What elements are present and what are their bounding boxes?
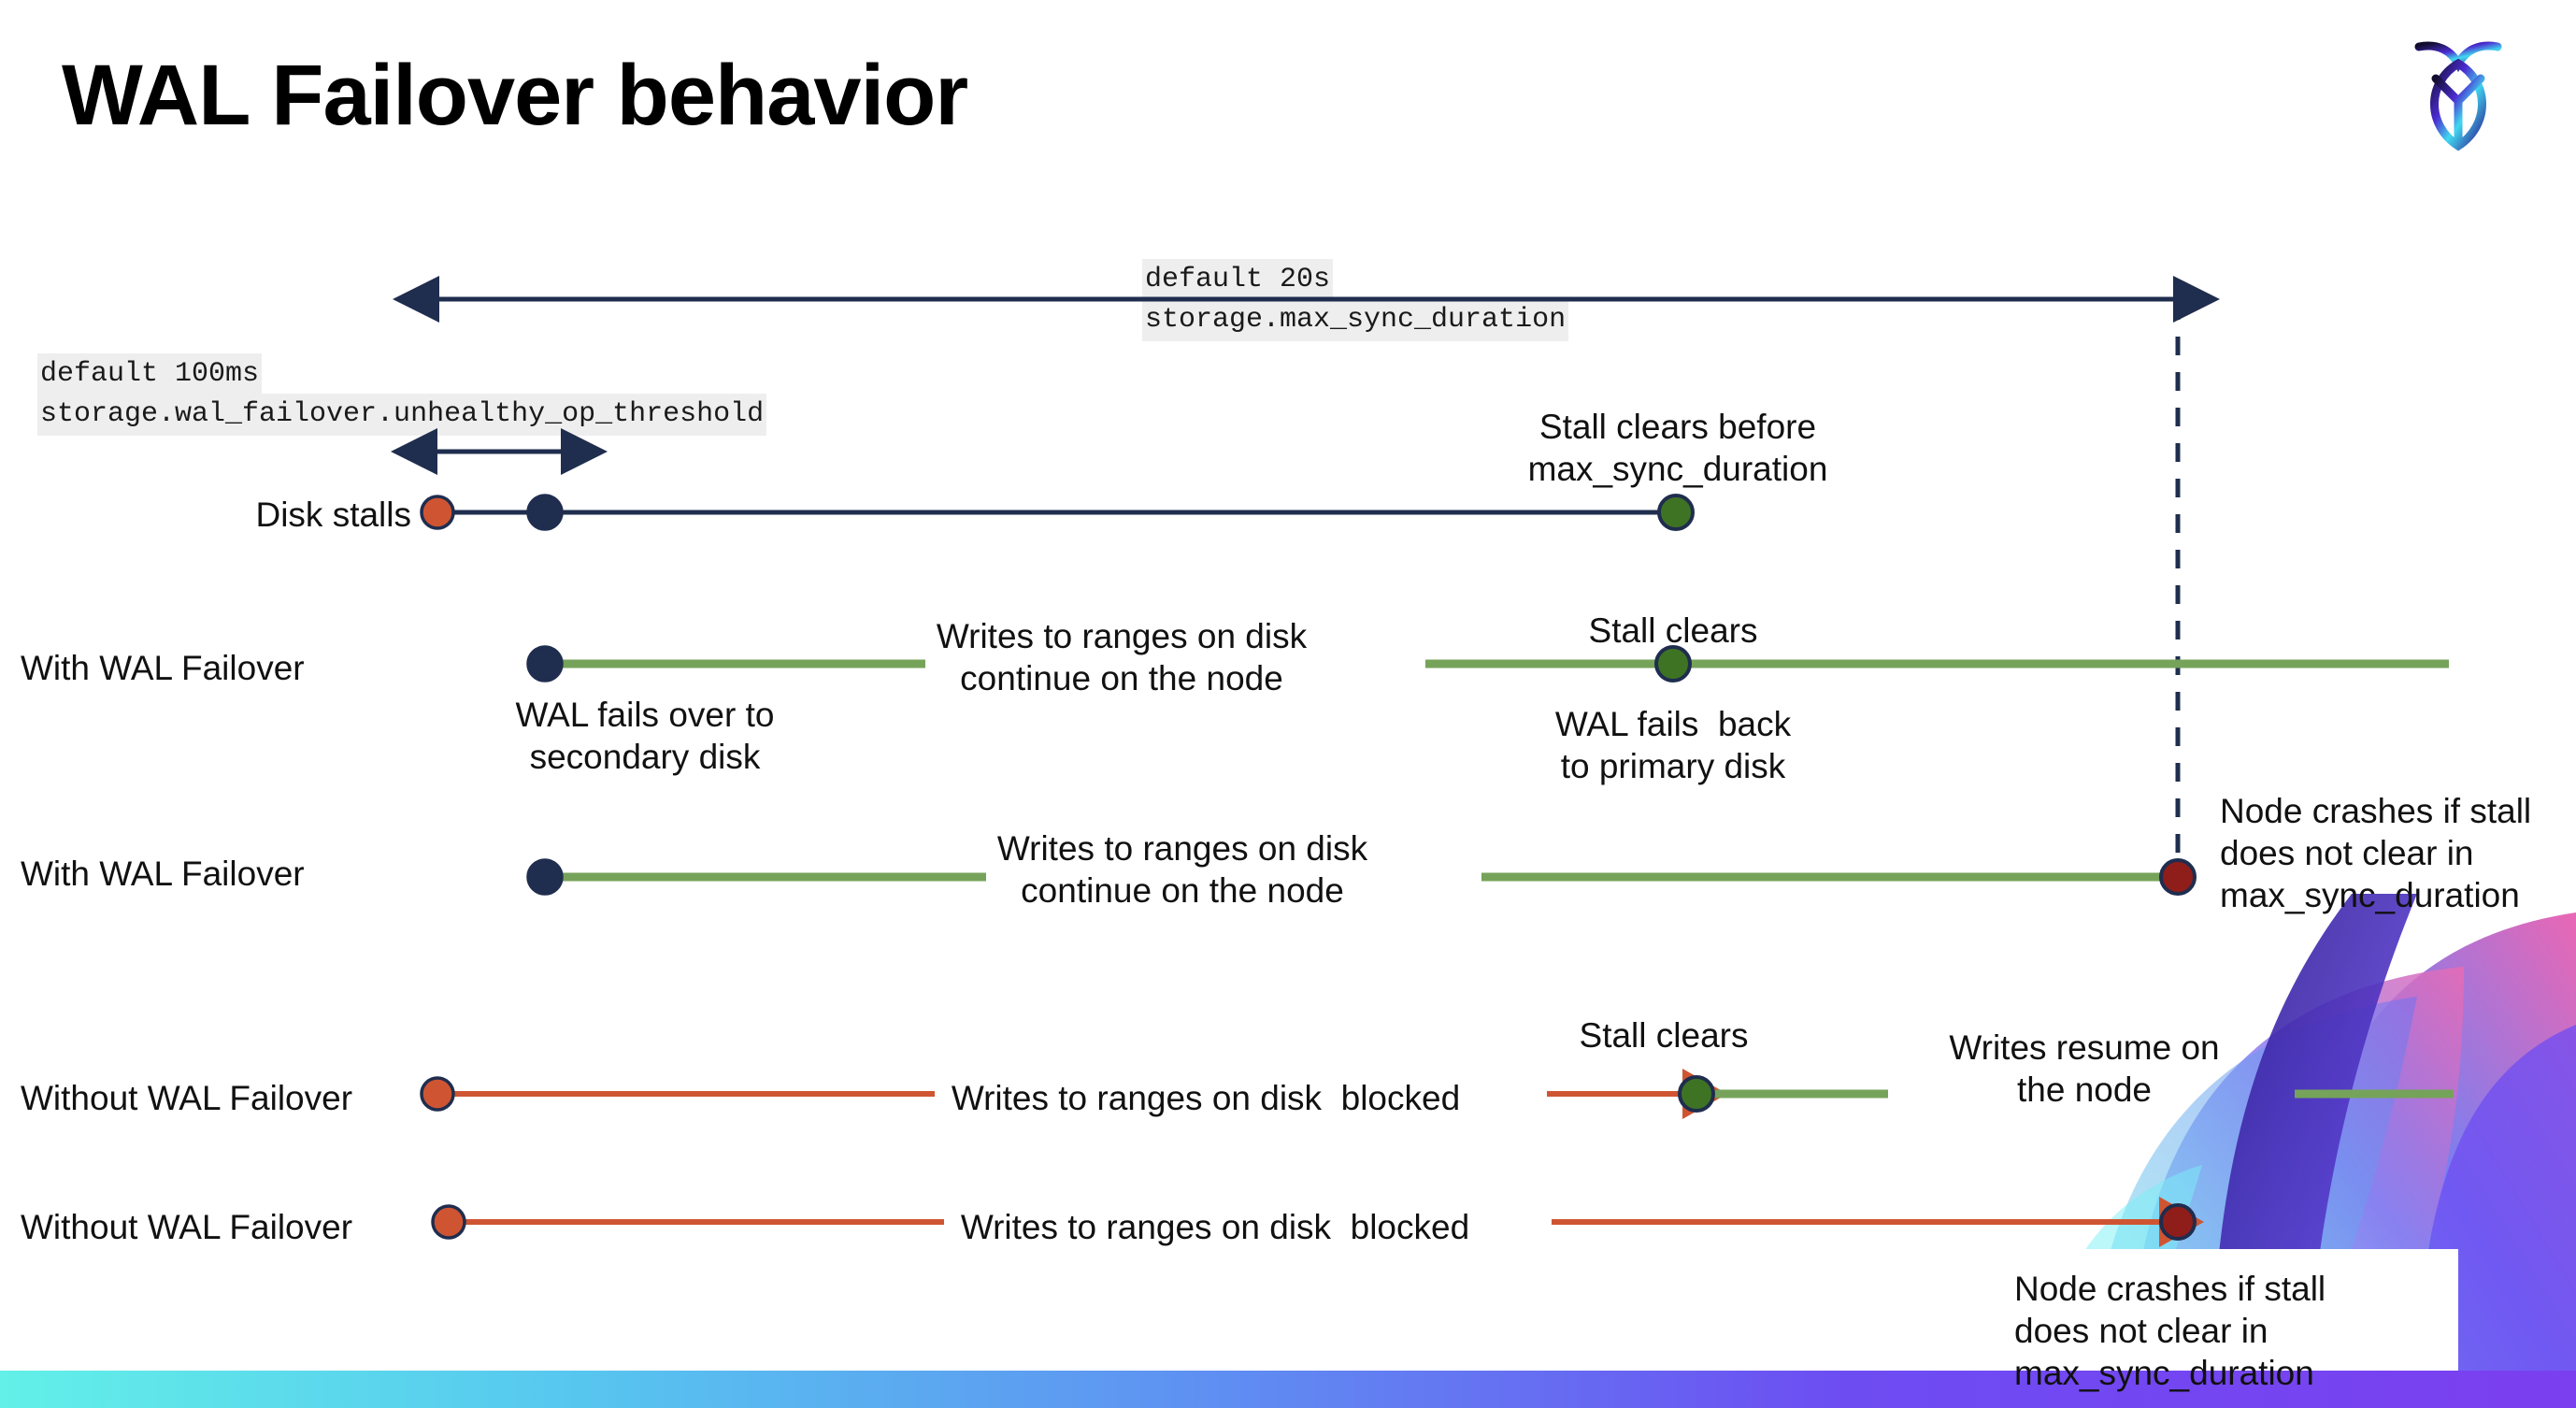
- note-writes-blocked-row5: Writes to ranges on disk blocked: [960, 1208, 1470, 1246]
- without-wal-1-clear-dot: [1678, 1075, 1715, 1113]
- disk-stalls-failover-dot: [526, 494, 564, 531]
- unhealthy-op-default-chip: default 100ms: [37, 353, 263, 395]
- bottom-gradient-bar: [0, 1371, 2576, 1408]
- disk-stalls-clear-dot: [1657, 494, 1695, 531]
- note-wal-failover-1-writes-continue: Writes to ranges on disk continue on the…: [936, 617, 1308, 698]
- row-label-without-wal-failover-2: Without WAL Failover: [21, 1208, 353, 1246]
- row-with-wal-failover-1-graphics: [526, 645, 2449, 682]
- row-without-wal-failover-1-graphics: [420, 1069, 2454, 1119]
- row-disk-stalls-graphics: [420, 494, 1695, 531]
- note-writes-resume-row4: Writes resume on the node: [1949, 1028, 2220, 1110]
- note-wal-fails-back: WAL fails back to primary disk: [1554, 705, 1792, 786]
- disk-stalls-start-dot: [420, 495, 455, 530]
- note-disk-stalls-clear: Stall clears before max_sync_duration: [1527, 408, 1828, 489]
- note-node-crashes-row3: Node crashes if stall does not clear in …: [2220, 792, 2532, 915]
- without-wal-2-crash-dot: [2159, 1203, 2197, 1241]
- page-title: WAL Failover behavior: [62, 48, 968, 143]
- without-wal-2-start-dot: [431, 1204, 466, 1240]
- note-writes-blocked-row4: Writes to ranges on disk blocked: [951, 1079, 1461, 1117]
- row-label-with-wal-failover-2: With WAL Failover: [21, 855, 305, 893]
- row-with-wal-failover-2-graphics: [526, 858, 2197, 896]
- wal-failover-2-start-dot: [526, 858, 564, 896]
- note-stall-clears-row4: Stall clears: [1579, 1016, 1749, 1055]
- note-node-crashes-row5: Node crashes if stall does not clear in …: [2014, 1270, 2326, 1393]
- note-wal-failover-2-writes-continue: Writes to ranges on disk continue on the…: [996, 829, 1368, 911]
- cockroachdb-logo: [2393, 28, 2524, 159]
- wal-failover-2-crash-dot: [2159, 858, 2197, 896]
- note-stall-clears-row2: Stall clears: [1588, 611, 1758, 650]
- row-label-with-wal-failover-1: With WAL Failover: [21, 649, 305, 687]
- row-label-disk-stalls: Disk stalls: [255, 496, 411, 534]
- row-label-without-wal-failover-1: Without WAL Failover: [21, 1079, 353, 1117]
- cockroachdb-logo-icon: [2414, 41, 2502, 151]
- wal-failover-1-start-dot: [526, 645, 564, 682]
- row-without-wal-failover-2-graphics: [431, 1197, 2204, 1247]
- wal-failover-1-clear-dot: [1654, 645, 1692, 682]
- without-wal-1-start-dot: [420, 1076, 455, 1112]
- note-wal-fails-over: WAL fails over to secondary disk: [515, 696, 775, 777]
